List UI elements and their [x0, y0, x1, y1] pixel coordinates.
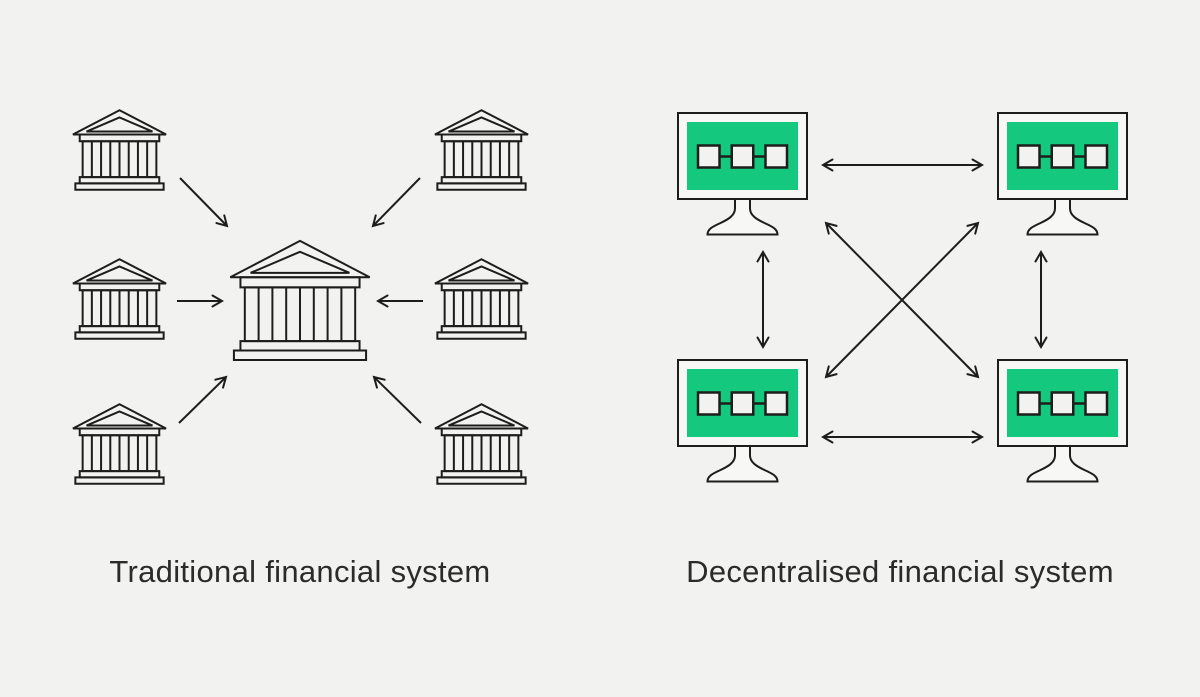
- arrow-diagonal-down: [824, 221, 980, 379]
- bank-bottom-left: [71, 403, 168, 485]
- decentralised-caption: Decentralised financial system: [686, 554, 1114, 589]
- arrow-top-right-to-center: [371, 177, 421, 228]
- node-top-right: [996, 111, 1129, 236]
- bank-bottom-right: [433, 403, 530, 485]
- traditional-caption: Traditional financial system: [109, 554, 491, 589]
- node-bottom-left: [676, 358, 809, 483]
- arrow-top-left-to-center: [179, 177, 229, 228]
- central-bank: [228, 239, 372, 362]
- decentralised-panel: [676, 111, 1129, 483]
- bank-top-left: [71, 109, 168, 191]
- arrow-bottom-right-to-center: [372, 375, 422, 424]
- bank-middle-right: [433, 258, 530, 340]
- decentralised-arrows: [756, 158, 1048, 444]
- arrow-bottom-left-to-center: [178, 375, 228, 424]
- traditional-arrows: [177, 177, 423, 424]
- bank-top-right: [433, 109, 530, 191]
- node-top-left: [676, 111, 809, 236]
- bank-middle-left: [71, 258, 168, 340]
- node-bottom-right: [996, 358, 1129, 483]
- traditional-panel: [71, 109, 530, 485]
